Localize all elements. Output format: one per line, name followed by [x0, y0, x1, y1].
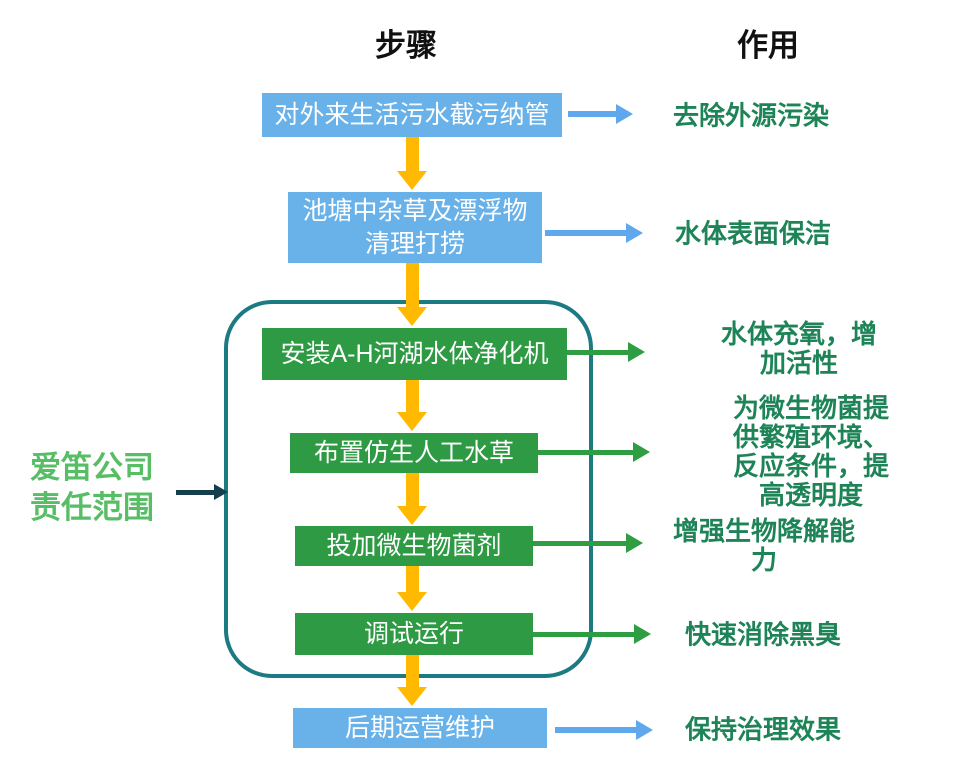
step-box-3: 安装A-H河湖水体净化机 — [262, 328, 567, 380]
down-arrow-icon — [397, 137, 427, 190]
arrow-shaft — [538, 449, 633, 455]
right-arrow-icon — [568, 104, 633, 124]
right-arrow-icon — [555, 720, 653, 740]
step-box-6: 调试运行 — [295, 613, 533, 655]
arrow-head — [636, 720, 653, 740]
effect-text-5: 增强生物降解能力 — [672, 516, 855, 575]
arrow-head — [626, 223, 643, 243]
step-box-7: 后期运营维护 — [293, 708, 547, 748]
arrow-shaft — [405, 566, 419, 592]
right-arrow-icon — [533, 624, 651, 644]
arrow-shaft — [533, 631, 634, 637]
right-arrow-icon — [545, 223, 643, 243]
effect-text-4: 为微生物菌提供繁殖环境、 反应条件，提高透明度 — [733, 393, 890, 510]
arrow-head — [397, 307, 427, 326]
right-arrow-icon — [567, 342, 645, 362]
arrow-shaft — [405, 473, 419, 506]
arrow-shaft — [533, 540, 626, 546]
arrow-head — [397, 687, 427, 706]
down-arrow-icon — [397, 655, 427, 706]
arrow-head — [397, 412, 427, 431]
arrow-shaft — [405, 263, 419, 307]
effect-text-6: 快速消除黑臭 — [684, 619, 842, 650]
step-box-2: 池塘中杂草及漂浮物 清理打捞 — [288, 192, 542, 263]
arrow-head — [634, 624, 651, 644]
arrow-head — [397, 171, 427, 190]
arrow-shaft — [405, 380, 419, 412]
company-scope-label-line2: 责任范围 — [30, 490, 154, 525]
arrow-shaft — [568, 111, 616, 117]
effect-text-2: 水体表面保洁 — [674, 218, 832, 249]
step-box-5: 投加微生物菌剂 — [295, 526, 533, 566]
down-arrow-icon — [397, 473, 427, 525]
arrow-head — [397, 592, 427, 611]
down-arrow-icon — [397, 263, 427, 326]
down-arrow-icon — [397, 380, 427, 431]
arrow-shaft — [567, 349, 628, 355]
effect-text-1: 去除外源污染 — [672, 100, 830, 131]
company-scope-label-line1: 爱笛公司 — [30, 450, 154, 485]
arrow-shaft — [555, 727, 636, 733]
arrow-head — [214, 484, 228, 500]
effect-text-3: 水体充氧，增加活性 — [720, 319, 877, 378]
arrow-shaft — [545, 230, 626, 236]
arrow-shaft — [176, 489, 214, 495]
arrow-head — [628, 342, 645, 362]
arrow-shaft — [405, 137, 419, 171]
arrow-head — [616, 104, 633, 124]
right-arrow-icon — [533, 533, 643, 553]
arrow-head — [626, 533, 643, 553]
down-arrow-icon — [397, 566, 427, 611]
effect-text-7: 保持治理效果 — [684, 714, 842, 745]
scope-pointer-right-arrow-icon — [176, 482, 228, 502]
arrow-shaft — [405, 655, 419, 687]
right-arrow-icon — [538, 442, 650, 462]
step-box-4: 布置仿生人工水草 — [290, 433, 538, 473]
step-box-1: 对外来生活污水截污纳管 — [262, 93, 562, 137]
column-header-steps: 步骤 — [375, 28, 437, 63]
column-header-effects: 作用 — [737, 28, 799, 63]
arrow-head — [397, 506, 427, 525]
arrow-head — [633, 442, 650, 462]
company-scope-label: 爱笛公司 责任范围 — [30, 448, 154, 528]
